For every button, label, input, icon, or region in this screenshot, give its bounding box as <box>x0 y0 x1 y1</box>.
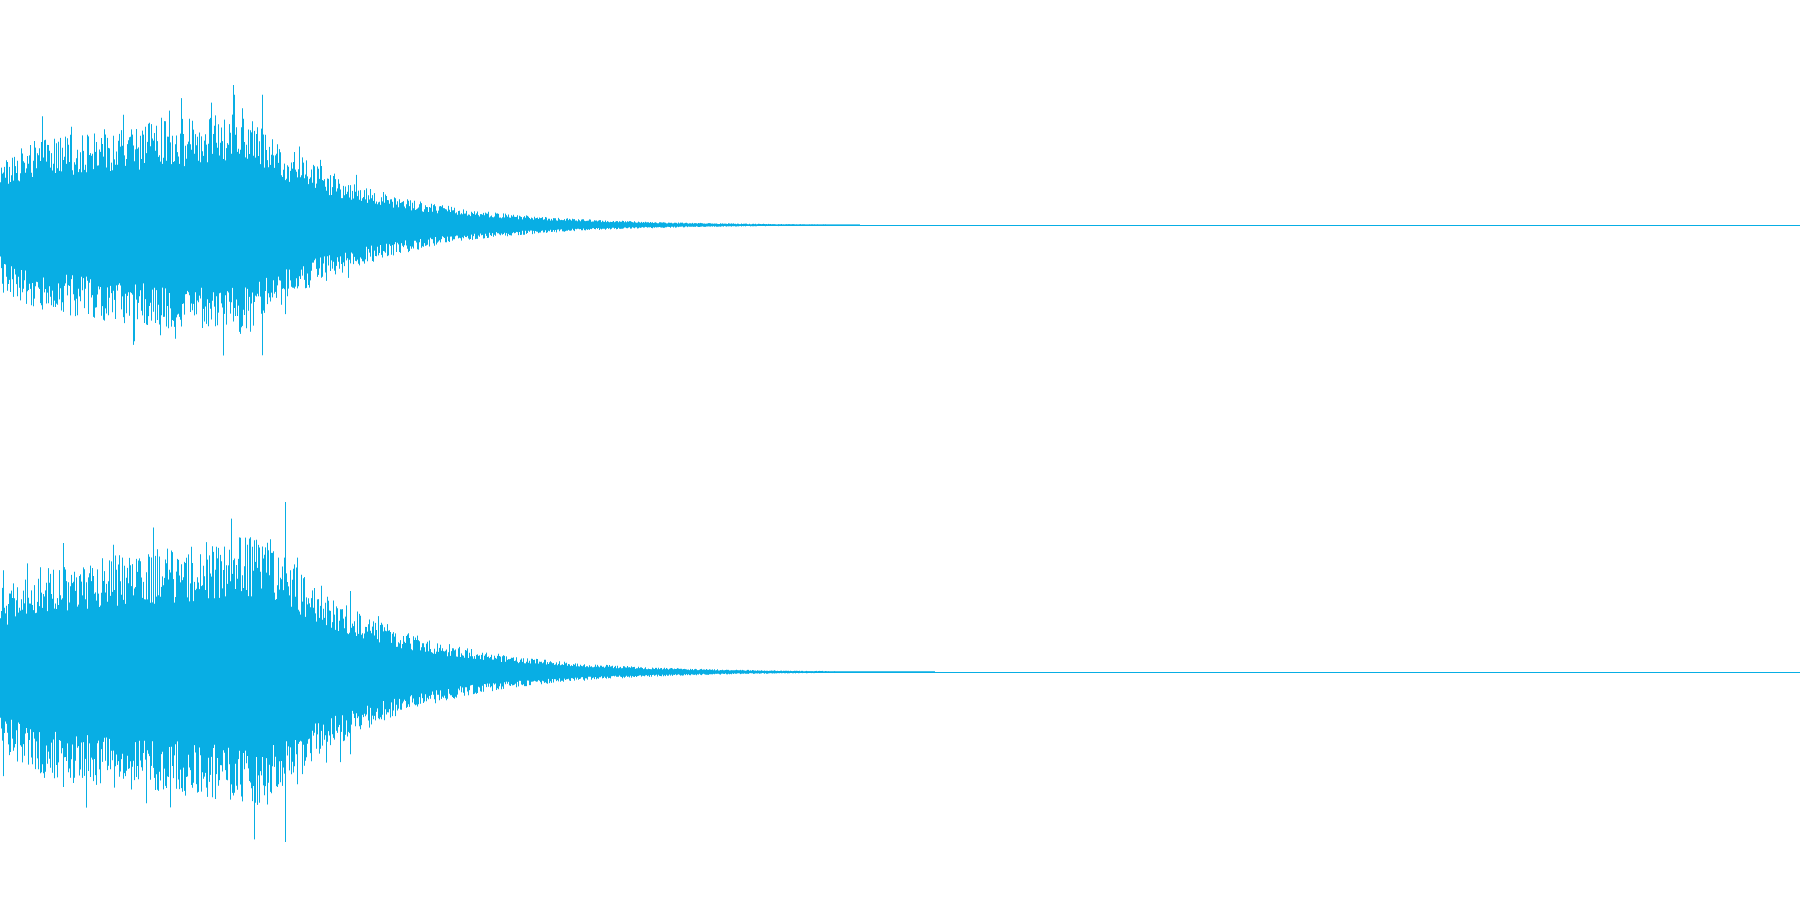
channel-waveform-right[interactable] <box>0 502 1800 842</box>
waveform-envelope-0 <box>0 85 860 356</box>
channel-waveform-left[interactable] <box>0 85 1800 356</box>
